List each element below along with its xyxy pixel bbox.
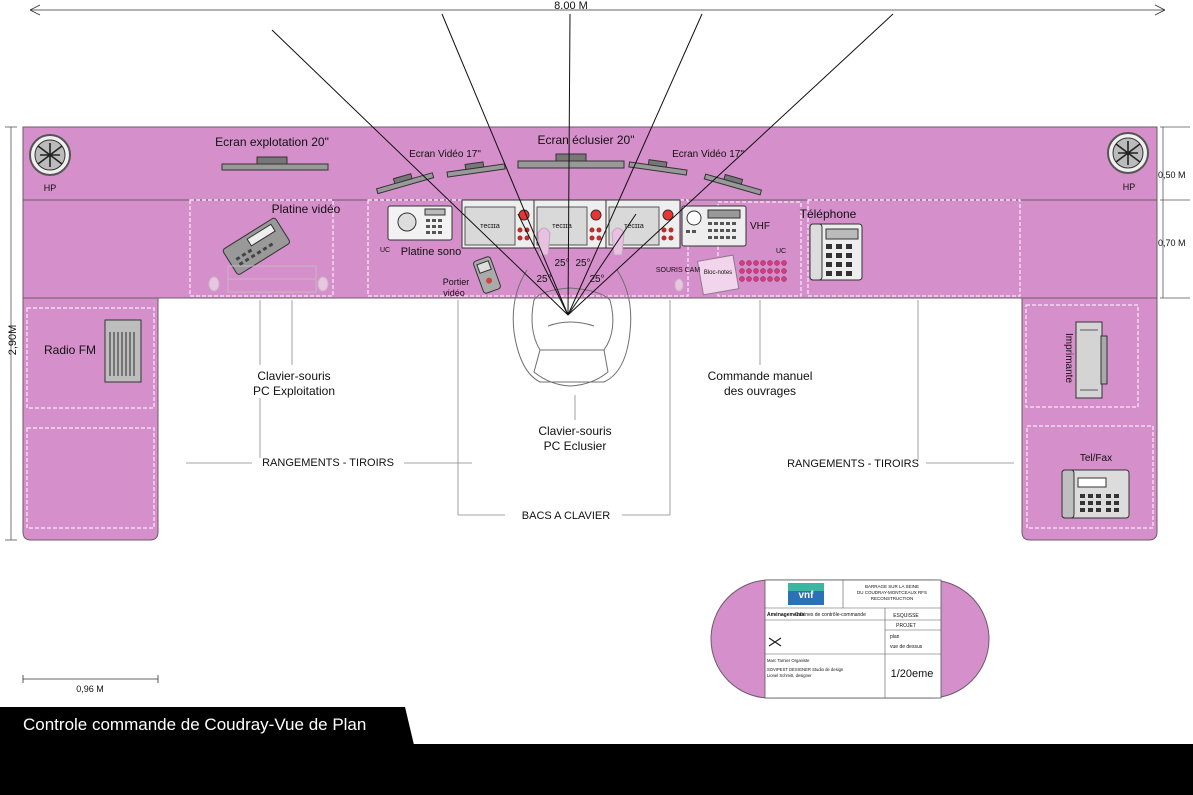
screen-exploitation <box>221 156 329 171</box>
souris-cam-label: SOURIS CAM <box>656 267 701 274</box>
screen-video-right-label: Ecran Vidéo 17" <box>672 149 744 160</box>
view-dessus: vue de dessus <box>890 644 923 650</box>
monitor-2: ᴛecɪɪa <box>533 199 607 249</box>
platine-video-label: Platine vidéo <box>272 202 341 216</box>
screen-band-label: 0,50 M <box>1158 170 1186 180</box>
leader-lines <box>186 300 1014 516</box>
bloc-notes-label: Bloc-notes <box>704 270 732 276</box>
amenagement-value: Cabines de contrôle-commande <box>795 612 866 618</box>
width-label: 8.00 M <box>554 0 588 12</box>
screen-video-left-label: Ecran Vidéo 17" <box>409 149 481 160</box>
bloc-notes-icon <box>696 254 740 296</box>
telephone-label: Téléphone <box>800 207 857 221</box>
depth-label: 2,90M <box>7 325 19 356</box>
mouse-left2-icon <box>317 276 329 292</box>
scale-bar <box>22 675 159 683</box>
vhf-label: VHF <box>750 221 770 232</box>
monitor-2-brand: ᴛecɪɪa <box>552 223 572 230</box>
tel-fax-icon <box>1061 469 1130 519</box>
band-dimensions <box>1160 126 1190 299</box>
mouse-cam-icon <box>674 278 684 292</box>
screen-video-left-2 <box>446 161 506 178</box>
clavier-eclusier-line1: Clavier-souris <box>538 424 611 438</box>
project-line-1: BARRAGE SUR LA SEINE <box>865 584 919 589</box>
clavier-exploitation-line2: PC Exploitation <box>253 384 335 398</box>
vhf-radio-icon <box>681 205 747 247</box>
manual-control-buttons <box>739 260 787 282</box>
platine-sono-label: Platine sono <box>401 246 462 258</box>
clavier-exploitation-line1: Clavier-souris <box>257 369 330 383</box>
commande-manuel-line2: des ouvrages <box>724 384 796 398</box>
speaker-right-label: HP <box>1123 182 1136 192</box>
screen-eclusier <box>517 153 625 169</box>
monitor-3-brand: ᴛecɪɪa <box>624 223 644 230</box>
rangements-right-label: RANGEMENTS - TIROIRS <box>787 458 919 470</box>
telephone-icon <box>809 223 863 281</box>
designer-logo-icon <box>768 637 782 647</box>
designer-line-1: Marc Tarnier Organiste <box>767 658 810 663</box>
angle-2: 25° <box>575 258 590 269</box>
angle-3: 25° <box>536 274 551 285</box>
speaker-right-icon <box>1107 132 1149 174</box>
work-band-label: 0,70 M <box>1158 238 1186 248</box>
depth-dimension <box>5 126 17 541</box>
sight-lines <box>271 13 894 316</box>
dashed-zones <box>26 199 1154 529</box>
screen-eclusier-label: Ecran éclusier 20" <box>538 133 635 147</box>
designer-line-3: Lionel Schmitt, designer <box>767 673 812 678</box>
angle-4: 25° <box>589 274 604 285</box>
clavier-eclusier-line2: PC Eclusier <box>544 439 607 453</box>
keyboard-ghost-left <box>227 265 317 293</box>
desk-body <box>22 126 1158 541</box>
screen-video-right-2 <box>703 173 763 196</box>
title-block <box>710 579 990 699</box>
bacs-clavier-label: BACS A CLAVIER <box>522 510 611 522</box>
printer-icon <box>1075 321 1108 399</box>
scale-bar-label: 0,96 M <box>76 684 104 694</box>
vnf-logo-text: vnf <box>799 590 815 601</box>
portier-label-2: vidéo <box>443 288 465 298</box>
status-projet: PROJET <box>896 623 916 629</box>
printer-label: Imprimante <box>1063 333 1074 383</box>
speaker-left-label: HP <box>44 183 57 193</box>
screen-video-right-1 <box>628 159 688 176</box>
monitor-1-brand: ᴛecɪɪa <box>480 223 500 230</box>
uc-right-label: UC <box>776 248 786 255</box>
commande-manuel-line1: Commande manuel <box>708 369 813 383</box>
caption-text: Controle commande de Coudray-Vue de Plan <box>23 715 367 734</box>
project-line-3: RECONSTRUCTION <box>871 596 914 601</box>
scale-ratio: 1/20eme <box>891 668 934 680</box>
screen-video-left-1 <box>375 172 435 195</box>
portier-label-1: Portier <box>443 277 470 287</box>
footer-bar <box>0 744 1193 795</box>
uc-left-label: UC <box>380 247 390 254</box>
width-dimension <box>29 4 1166 16</box>
angle-1: 25° <box>554 258 569 269</box>
amenagement-label: Aménagements <box>767 612 804 618</box>
designer-line-2: SOVIPEST DESIGNER Studio de design <box>767 667 844 672</box>
speaker-left-icon <box>29 134 71 176</box>
platine-video-keypad-icon <box>222 217 290 275</box>
status-esquisse: ESQUISSE <box>893 613 919 619</box>
project-line-2: DU COUDRAY-MONTCEAUX RFS <box>857 590 927 595</box>
view-plan: plan <box>890 634 900 640</box>
tel-fax-label: Tel/Fax <box>1080 453 1112 464</box>
screen-exploitation-label: Ecran explotation 20" <box>215 135 329 149</box>
portier-video-icon <box>473 256 501 294</box>
radio-fm-icon <box>104 319 142 383</box>
hands-ghost <box>537 227 625 256</box>
platine-sono-icon <box>387 205 453 241</box>
rangements-left-label: RANGEMENTS - TIROIRS <box>262 457 394 469</box>
mouse-left-icon <box>208 276 220 292</box>
caption-bar: Controle commande de Coudray-Vue de Plan <box>0 707 414 745</box>
radio-fm-label: Radio FM <box>44 343 96 357</box>
